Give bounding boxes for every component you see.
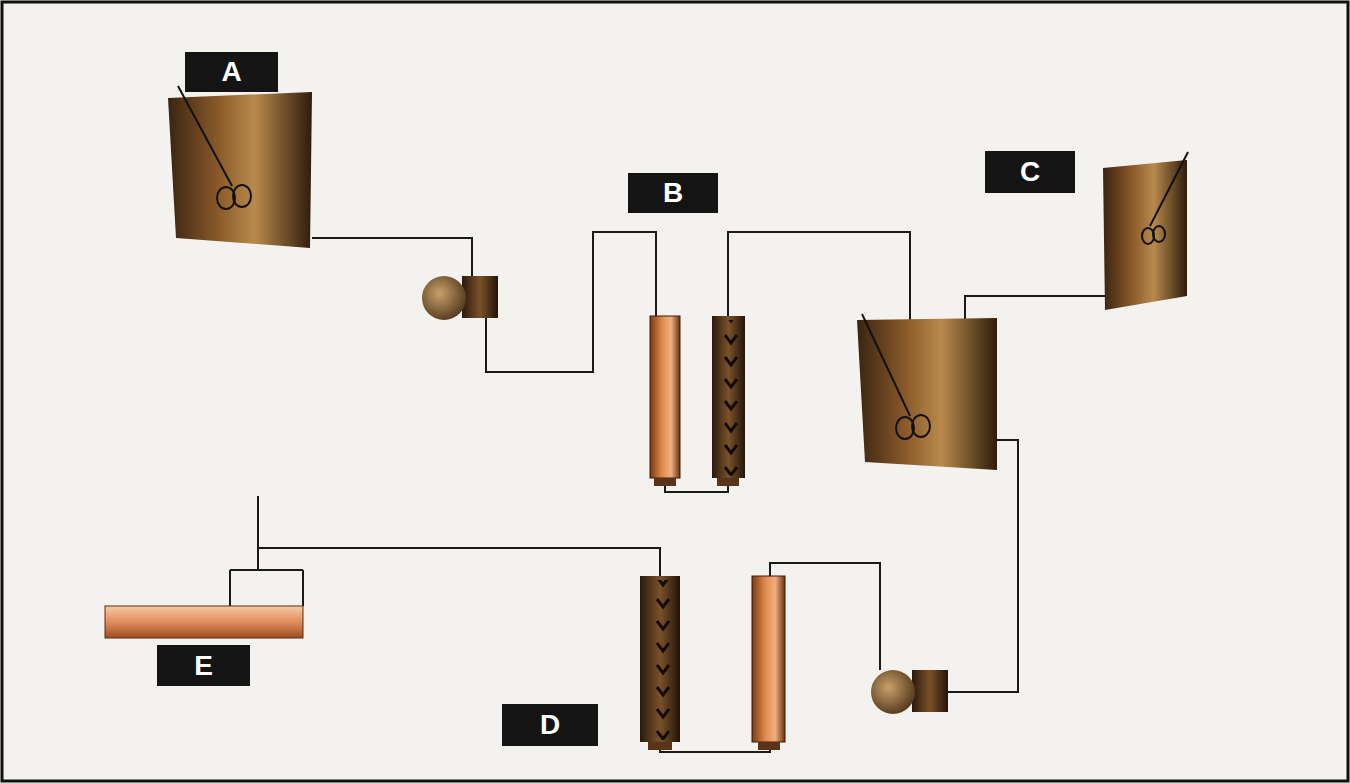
callout-label: D	[502, 704, 598, 746]
pump	[422, 276, 498, 320]
callout-letter: E	[194, 652, 213, 680]
callout-letter: B	[663, 179, 683, 207]
callout-label: E	[157, 645, 250, 686]
callout-letter: D	[540, 711, 560, 739]
callout-letter: C	[1020, 158, 1040, 186]
dispensing-tray	[105, 606, 303, 638]
column	[640, 576, 785, 750]
callout-label: C	[985, 151, 1075, 193]
pump	[871, 670, 948, 714]
callout-label: A	[185, 52, 278, 92]
mixing-tank	[1103, 152, 1188, 310]
callout-label: B	[628, 173, 718, 213]
mixing-tank	[168, 86, 312, 248]
column	[650, 316, 745, 486]
mixing-tank	[857, 314, 997, 470]
callout-letter: A	[221, 58, 241, 86]
